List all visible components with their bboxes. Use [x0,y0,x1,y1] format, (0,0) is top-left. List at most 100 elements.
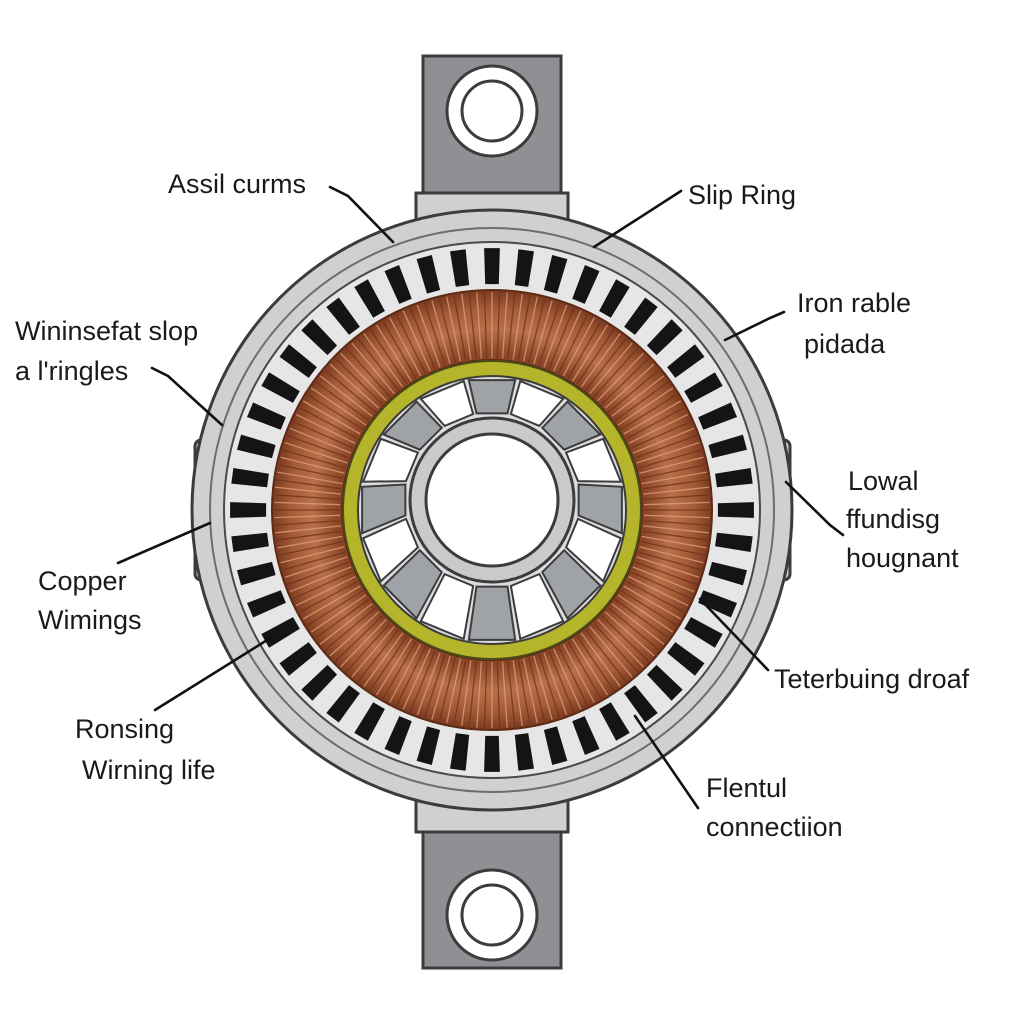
copper-strand [632,427,695,454]
copper-strand [512,660,523,726]
copper-strand [522,296,538,362]
copper-strand [625,407,685,440]
copper-strand [580,632,621,687]
label-lowal: Lowal [848,466,919,496]
stator-slot [261,617,300,648]
copper-strand [274,519,341,526]
copper-strand [345,622,391,673]
stator-slot [230,502,267,518]
copper-strand [543,652,568,716]
copper-strand [299,407,359,440]
rotor-pole [381,400,444,451]
copper-strand [585,337,627,391]
stator-slot [624,685,658,723]
stator-slot [646,319,683,356]
stator-slot [237,561,276,586]
copper-strand [282,551,347,571]
copper-strand [357,629,399,683]
copper-strand [597,352,644,402]
stator-slot [708,561,747,586]
label-slip-ring: Slip Ring [688,180,796,210]
rotor-pole [467,585,517,641]
stator-slot [715,532,753,552]
copper-strand [284,441,348,464]
copper-strand [593,622,639,673]
copper-strand [306,589,364,627]
rotor-window [419,379,475,428]
rotor-window [509,379,565,428]
copper-strand [319,603,373,645]
stator-slot [301,664,338,701]
copper-strand [286,434,350,459]
copper-strand [302,400,361,435]
copper-strand [306,393,364,431]
copper-strand [476,661,483,728]
copper-strand [483,661,488,728]
stator-slot [247,590,286,618]
stator-slot [301,319,338,356]
copper-strand [641,535,707,549]
copper-strand [625,580,685,613]
copper-strand [423,302,446,366]
label-flentul-line2: connectiion [706,812,843,842]
copper-strand [324,607,377,651]
stator-slot [646,664,683,701]
stator-slot [543,255,568,294]
copper-strand [468,293,477,359]
copper-strand [277,471,343,485]
copper-strand [643,501,710,506]
copper-strand [351,342,395,395]
stator-slot [247,402,286,430]
copper-strand [416,304,441,368]
stator-slot [572,265,600,304]
copper-strand [580,333,621,388]
label-assil-curms: Assil curms [168,169,306,199]
stator-slot [572,716,600,755]
copper-strand [324,369,377,413]
top-mounting-ear [421,54,563,218]
stator-slot [684,617,723,648]
stator-slot [708,434,747,459]
copper-strand [567,320,602,379]
stator-slot [684,372,723,403]
copper-strand [643,519,710,526]
stator-slot [667,642,705,676]
rotor-window [564,517,623,583]
copper-strand [277,535,343,549]
stator-slot [231,468,269,488]
copper-strand [310,594,367,633]
copper-strand [620,589,678,627]
copper-strand [643,494,710,501]
rotor-window [361,517,420,583]
copper-strand [558,646,589,707]
copper-strand [276,530,342,541]
bottom-mounting-ear [421,818,563,970]
copper-strand [634,561,698,586]
copper-strand [280,546,345,564]
copper-strand [548,307,575,370]
copper-strand [286,561,350,586]
copper-strand [543,304,568,368]
copper-strand [522,658,538,724]
copper-strand [600,358,650,405]
copper-strand [340,352,387,402]
label-wininsefat-line2: a l'ringles [15,356,128,386]
copper-strand [446,296,462,362]
copper-strand [507,293,516,359]
copper-strand [340,618,387,668]
copper-strand [501,661,508,728]
stator-slot [514,733,534,771]
stator-slot [279,642,317,676]
copper-strand [632,566,695,593]
copper-strand [611,375,665,417]
copper-strand [315,381,370,422]
copper-strand [409,650,436,713]
rotor-window [509,572,565,641]
copper-strand [274,501,341,506]
copper-strand [640,540,706,556]
stator-slot [484,735,500,772]
stator-slot [717,502,754,518]
copper-strand [319,375,373,417]
label-copper: Copper [38,566,127,596]
stator-slot [599,702,630,741]
